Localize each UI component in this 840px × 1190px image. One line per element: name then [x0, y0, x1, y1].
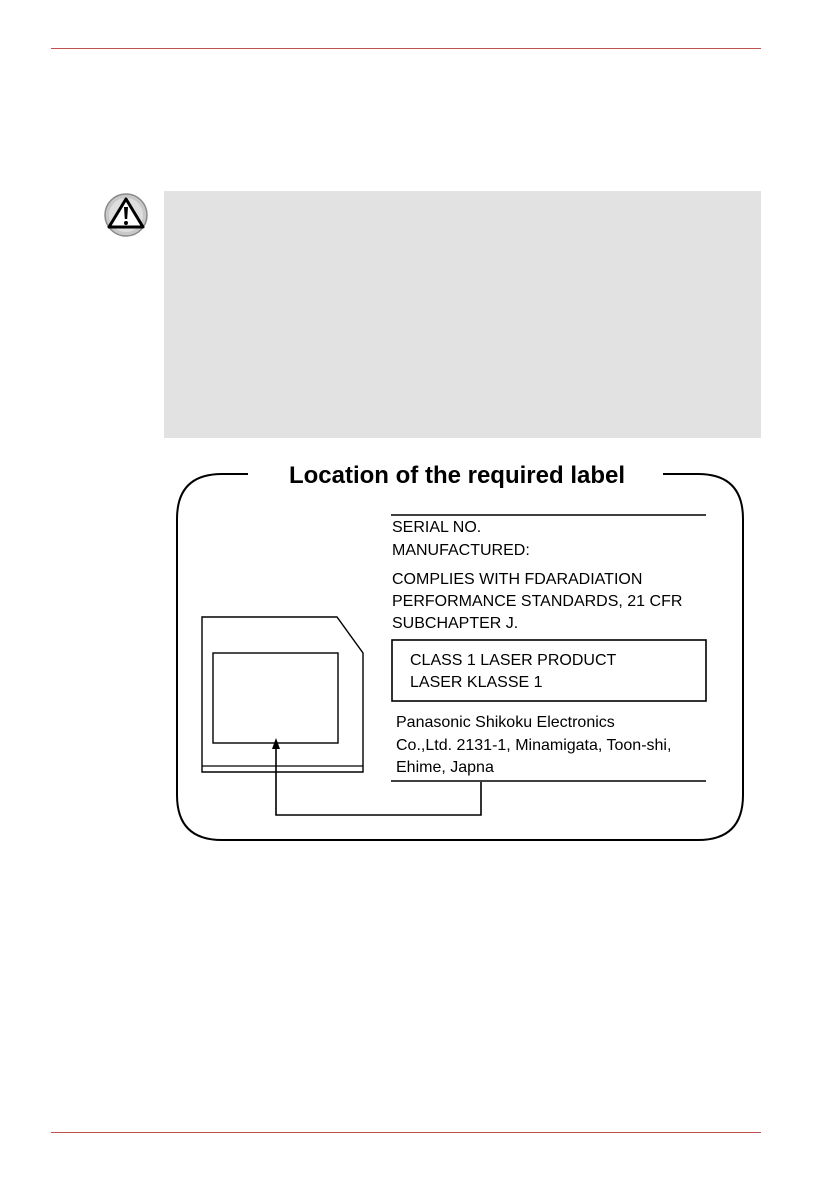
class-line: CLASS 1 LASER PRODUCT — [410, 652, 617, 669]
caution-note-box — [164, 191, 761, 438]
complies-line: PERFORMANCE STANDARDS, 21 CFR — [392, 593, 682, 610]
figure-title: Location of the required label — [289, 462, 625, 489]
manufactured-text: MANUFACTURED: — [392, 542, 530, 559]
manufacturer-line: Co.,Ltd. 2131-1, Minamigata, Toon-shi, — [396, 737, 671, 754]
class-label-box — [391, 639, 707, 702]
manufacturer-line: Panasonic Shikoku Electronics — [396, 714, 615, 731]
complies-line: SUBCHAPTER J. — [392, 615, 518, 632]
pointer-arrow — [272, 738, 482, 816]
label-position-marker — [212, 652, 339, 744]
warning-triangle-icon — [103, 192, 149, 238]
footer-rule — [51, 1132, 761, 1133]
complies-line: COMPLIES WITH FDARADIATION — [392, 571, 642, 588]
figure-frame — [176, 473, 744, 841]
header-rule — [51, 48, 761, 49]
class-line: LASER KLASSE 1 — [410, 674, 543, 691]
manufacturer-line: Ehime, Japna — [396, 759, 494, 776]
drive-outline — [201, 616, 364, 773]
serial-text: SERIAL NO. — [392, 519, 481, 536]
